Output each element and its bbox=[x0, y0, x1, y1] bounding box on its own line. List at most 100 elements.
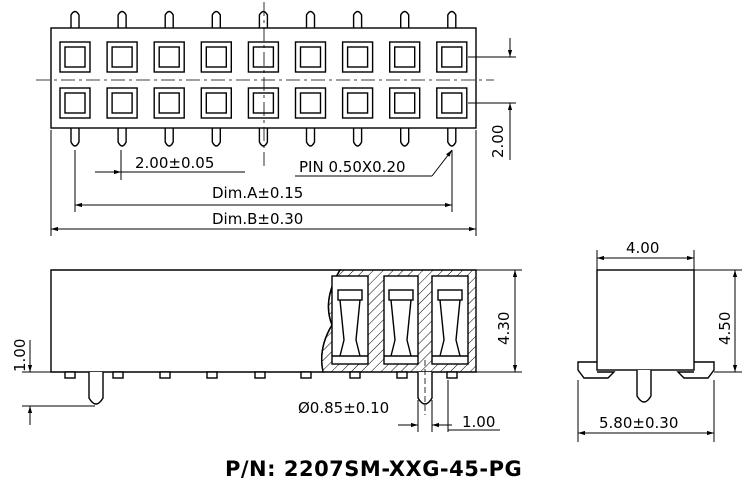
dim-b-label: Dim.B±0.30 bbox=[212, 210, 303, 228]
contact-cavities bbox=[331, 275, 469, 365]
contact-cell-inner bbox=[346, 46, 369, 68]
top-body-outline bbox=[50, 27, 477, 129]
part-number: P/N: 2207SM-XXG-45-PG bbox=[225, 457, 522, 481]
solder-tail bbox=[64, 371, 76, 379]
contact-cell-inner bbox=[346, 92, 369, 114]
pin-tail-lower bbox=[447, 128, 457, 147]
top-pins-lower bbox=[70, 128, 457, 147]
contact-cell-outer bbox=[436, 41, 468, 73]
top-dimensions bbox=[50, 38, 516, 236]
contact-cell-outer bbox=[294, 87, 327, 119]
pin-tail-lower bbox=[258, 128, 269, 147]
contact-cell-outer bbox=[247, 41, 280, 73]
contact-cell-inner bbox=[111, 46, 133, 68]
contact-cell-outer bbox=[389, 41, 421, 73]
side-view bbox=[577, 269, 715, 403]
contact-cell-outer bbox=[436, 87, 468, 119]
contact-spring bbox=[339, 299, 361, 357]
contact-cell-outer bbox=[153, 87, 185, 119]
cavity bbox=[431, 275, 469, 365]
side-foot-right bbox=[676, 361, 715, 379]
pin-tail-lower bbox=[400, 128, 410, 147]
pin-tail-lower bbox=[70, 128, 80, 147]
solder-tail bbox=[300, 371, 312, 379]
contact-cell-outer bbox=[294, 41, 327, 73]
contact-cell-outer bbox=[59, 87, 91, 119]
contact-cell-inner bbox=[299, 92, 322, 114]
solder-tail bbox=[446, 371, 458, 379]
pin-pitch-label: 2.00±0.05 bbox=[135, 154, 214, 172]
pin-tail-upper bbox=[400, 10, 410, 28]
front-body-outline bbox=[50, 269, 342, 373]
contact-cell-outer bbox=[200, 41, 233, 73]
contact-spring bbox=[439, 299, 461, 357]
contact-cell-inner bbox=[394, 46, 416, 68]
dim-a-label: Dim.A±0.15 bbox=[212, 184, 303, 202]
contact-cell-inner bbox=[252, 92, 275, 114]
post-diameter-label: Ø0.85±0.10 bbox=[298, 399, 389, 417]
contact-top bbox=[437, 289, 463, 301]
contact-cell-outer bbox=[59, 41, 91, 73]
solder-tail bbox=[206, 371, 218, 379]
contact-cell-outer bbox=[341, 41, 374, 73]
solder-tail bbox=[396, 371, 408, 379]
contact-cell-outer bbox=[389, 87, 421, 119]
cavity bbox=[331, 275, 369, 365]
pin-leader-diag bbox=[431, 149, 453, 177]
body-height-label: 4.50 bbox=[716, 312, 734, 345]
pin-size-label: PIN 0.50X0.20 bbox=[299, 158, 406, 176]
contact-cell-inner bbox=[205, 46, 228, 68]
contact-cell-outer bbox=[106, 41, 138, 73]
front-view bbox=[50, 269, 477, 415]
contact-cell-outer bbox=[153, 41, 185, 73]
top-pins-upper bbox=[70, 10, 457, 28]
contact-cell-inner bbox=[394, 92, 416, 114]
body-width-label: 4.00 bbox=[626, 239, 659, 257]
contact-cell-inner bbox=[111, 92, 133, 114]
side-body-outline bbox=[596, 269, 695, 371]
contact-top bbox=[337, 289, 363, 301]
solder-tail bbox=[112, 371, 124, 379]
pin-tail-upper bbox=[70, 10, 80, 28]
side-post bbox=[636, 370, 652, 403]
front-dimensions bbox=[22, 269, 522, 432]
cavity bbox=[383, 275, 419, 365]
top-contact-cells bbox=[59, 41, 468, 119]
solder-tail bbox=[159, 371, 171, 379]
contact-cell-inner bbox=[441, 46, 463, 68]
pin-tail-lower bbox=[117, 128, 127, 147]
contact-cell-inner bbox=[158, 92, 180, 114]
top-view bbox=[36, 2, 494, 168]
pin-tail-upper bbox=[305, 10, 316, 28]
top-labels: 2.00±0.05 PIN 0.50X0.20 Dim.A±0.15 Dim.B… bbox=[135, 125, 507, 228]
contact-cell-inner bbox=[252, 46, 275, 68]
pin-tail-lower bbox=[352, 128, 363, 147]
solder-tail bbox=[349, 371, 361, 379]
standoff-label: 1.00 bbox=[11, 339, 29, 372]
pin-tail-upper bbox=[258, 10, 269, 28]
contact-cell-inner bbox=[158, 46, 180, 68]
foot-span-label: 5.80±0.30 bbox=[599, 414, 678, 432]
front-pads bbox=[64, 371, 458, 379]
post-left bbox=[88, 372, 104, 405]
row-pitch-label: 2.00 bbox=[489, 125, 507, 158]
pin-tail-lower bbox=[211, 128, 221, 147]
pin-tail-upper bbox=[117, 10, 127, 28]
height-label: 4.30 bbox=[495, 312, 513, 345]
solder-tail bbox=[254, 371, 266, 379]
contact-cell-outer bbox=[247, 87, 280, 119]
contact-cell-inner bbox=[299, 46, 322, 68]
front-labels: 1.00 4.30 Ø0.85±0.10 1.00 bbox=[11, 312, 513, 431]
side-dimensions bbox=[577, 250, 742, 442]
side-foot-left bbox=[577, 361, 616, 379]
pin-tail-lower bbox=[305, 128, 316, 147]
contact-spring bbox=[390, 299, 412, 357]
post-length-label: 1.00 bbox=[462, 413, 495, 431]
contact-cell-inner bbox=[64, 92, 86, 114]
contact-cell-outer bbox=[341, 87, 374, 119]
pin-tail-upper bbox=[211, 10, 221, 28]
side-labels: 4.00 4.50 5.80±0.30 bbox=[599, 239, 734, 432]
contact-cell-inner bbox=[64, 46, 86, 68]
pin-tail-upper bbox=[447, 10, 457, 28]
